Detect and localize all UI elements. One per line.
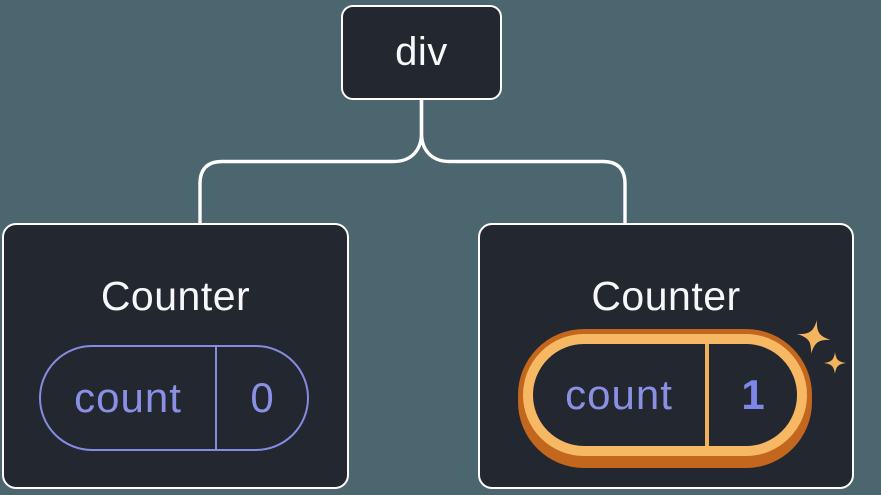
sparkles [797, 320, 846, 374]
connector-left-branch [198, 97, 424, 227]
root-div-node: div [341, 5, 502, 100]
state-key-label: count [533, 344, 709, 446]
state-key-label: count [41, 347, 217, 449]
counter-title: Counter [591, 273, 741, 319]
state-value: 1 [741, 371, 765, 418]
state-pill-highlighted: count 1 [523, 334, 807, 456]
sparkle-icon-large [797, 320, 831, 354]
counter-node-left: Counter count 0 [2, 223, 349, 489]
connector-right-branch [419, 97, 627, 227]
state-value: 0 [250, 374, 274, 421]
counter-node-right: Counter count 1 [478, 223, 854, 489]
sparkle-icon-small [824, 352, 846, 374]
counter-title: Counter [100, 273, 251, 319]
root-node-label: div [395, 30, 448, 74]
state-pill: count 0 [39, 345, 309, 451]
